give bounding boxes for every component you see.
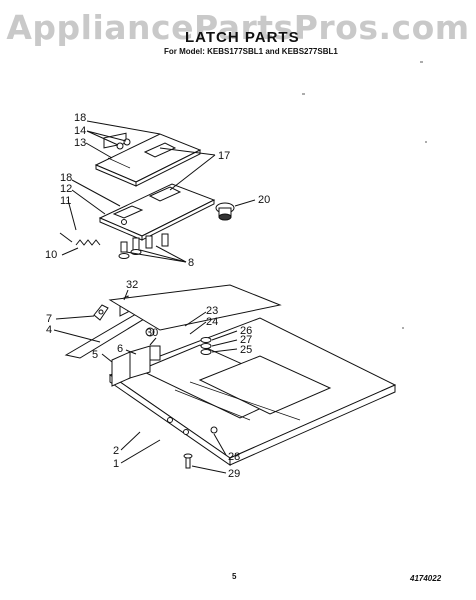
callout-18-lower: 18 <box>60 172 72 184</box>
callout-20: 20 <box>258 194 270 206</box>
callout-17: 17 <box>218 150 230 162</box>
callout-12: 12 <box>60 183 72 195</box>
diagram-title: LATCH PARTS <box>185 29 300 46</box>
callout-7: 7 <box>46 313 52 325</box>
callout-10: 10 <box>45 249 57 261</box>
registration-marks <box>302 61 427 329</box>
latch-knob <box>215 202 235 221</box>
callout-labels: 18 14 13 17 18 12 11 20 10 8 32 7 4 30 2… <box>45 112 270 480</box>
leader-lines <box>53 120 256 474</box>
latch-motor <box>111 327 161 387</box>
callout-13: 13 <box>74 137 86 149</box>
screw-set <box>118 233 169 259</box>
callout-4: 4 <box>46 324 52 336</box>
callout-25: 25 <box>240 344 252 356</box>
callout-1: 1 <box>113 458 119 470</box>
callout-32: 32 <box>126 279 138 291</box>
upper-latch-plate <box>94 132 202 187</box>
page-number: 5 <box>232 572 237 581</box>
base-plate <box>108 317 397 466</box>
callout-18-upper: 18 <box>74 112 86 124</box>
watermark-text: AppliancePartsPros.com <box>6 8 470 47</box>
callout-8: 8 <box>188 257 194 269</box>
callout-26: 26 <box>240 325 252 337</box>
callout-23: 23 <box>206 305 218 317</box>
callout-2: 2 <box>113 445 119 457</box>
callout-24: 24 <box>206 316 218 328</box>
callout-28: 28 <box>228 451 240 463</box>
document-number: 4174022 <box>410 574 442 583</box>
latch-spring <box>59 232 101 246</box>
callout-6: 6 <box>117 343 123 355</box>
callout-30: 30 <box>146 327 158 339</box>
lower-latch-plate <box>98 183 216 241</box>
bottom-screw <box>183 453 193 469</box>
callout-5: 5 <box>92 349 98 361</box>
washer-stack <box>200 337 212 355</box>
callout-11: 11 <box>60 195 71 207</box>
callout-14: 14 <box>74 125 86 137</box>
model-subtitle: For Model: KEBS177SBL1 and KEBS277SBL1 <box>164 47 338 56</box>
callout-27: 27 <box>240 334 252 346</box>
latch-cover <box>108 284 282 331</box>
callout-29: 29 <box>228 468 240 480</box>
